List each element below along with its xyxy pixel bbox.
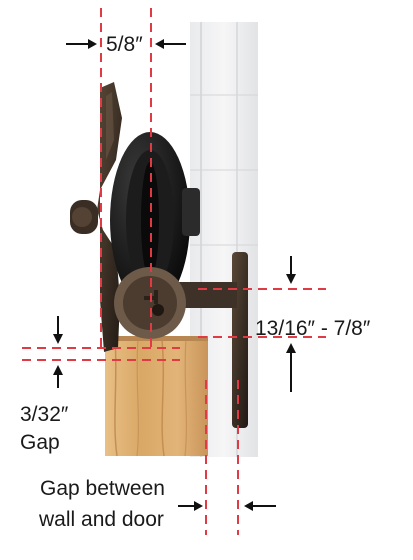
label-bottom-gap-word: Gap <box>20 431 60 454</box>
dimension-arrows <box>53 39 296 511</box>
wood-door <box>105 336 208 457</box>
label-bottom-gap-size: 3/32″ <box>20 403 69 426</box>
label-track-range: 13/16″ - 7/8″ <box>255 317 371 340</box>
arrow-right-icon <box>88 39 97 49</box>
arrow-down-icon <box>286 274 296 284</box>
arrow-left-icon <box>155 39 164 49</box>
arrow-left-icon <box>244 501 253 511</box>
arrow-up-icon <box>53 365 63 375</box>
arrow-up-icon <box>286 343 296 353</box>
label-wall-gap-line2: wall and door <box>39 508 164 531</box>
arrow-down-icon <box>53 334 63 344</box>
track-bracket <box>114 252 248 428</box>
label-wall-gap-line1: Gap between <box>40 477 165 500</box>
arrow-right-icon <box>194 501 203 511</box>
dimension-lines <box>22 8 326 535</box>
hanger-strap <box>70 82 122 352</box>
label-top-width: 5/8″ <box>106 33 143 56</box>
